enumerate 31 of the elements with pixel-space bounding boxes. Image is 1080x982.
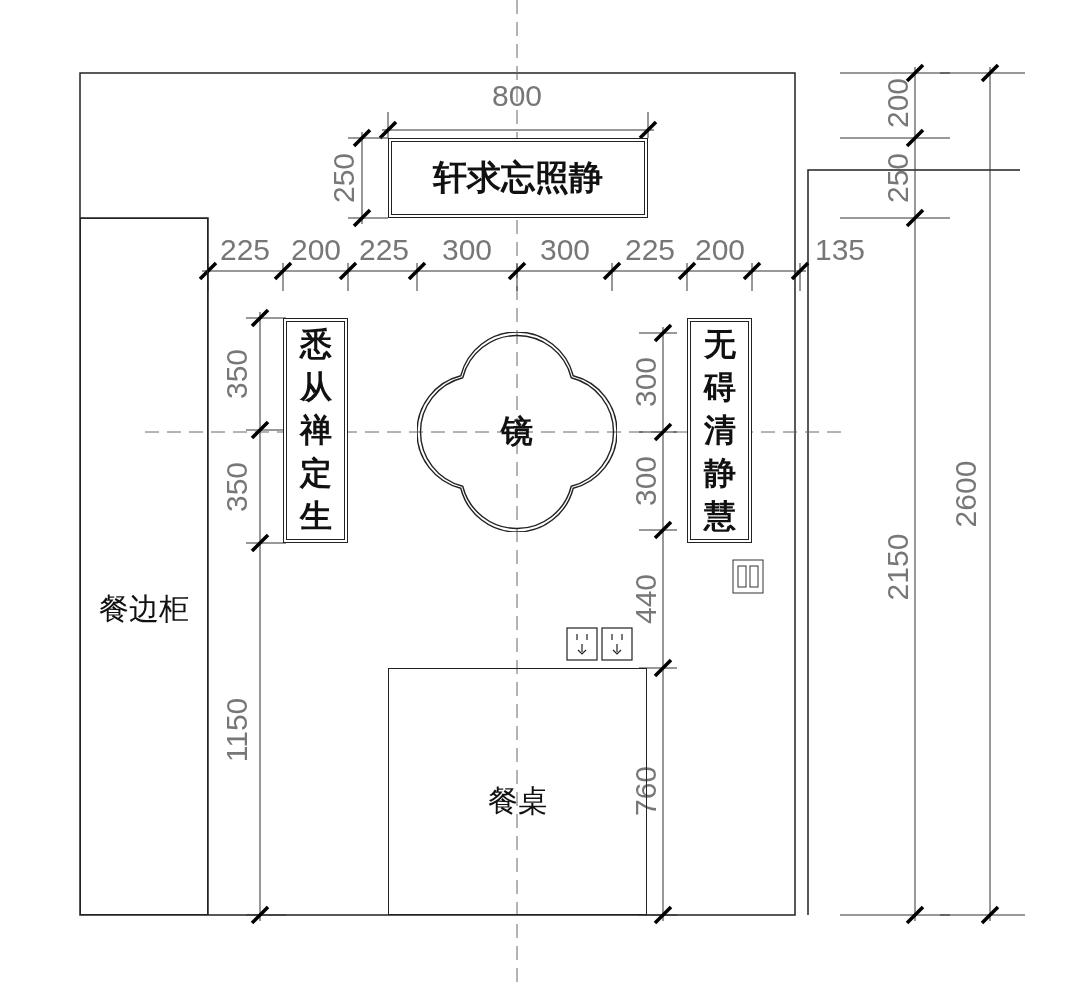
dimension-label: 225	[624, 232, 676, 266]
dimension-label: 225	[358, 232, 410, 266]
dimension-label: 2150	[880, 533, 914, 601]
dimension-label: 800	[491, 78, 543, 112]
dimension-label: 135	[814, 232, 866, 266]
dimension-label: 2600	[948, 460, 982, 528]
panel-text: 餐桌	[487, 783, 548, 819]
panel-text: 轩求忘照静	[433, 158, 603, 198]
dimension-label: 1150	[219, 697, 253, 763]
dimension-label: 300	[628, 455, 662, 507]
plaque-panel	[388, 138, 648, 218]
dimension-label: 300	[441, 232, 493, 266]
panel-text: 餐边柜	[99, 591, 189, 627]
sideboard	[80, 218, 208, 915]
dimension-label: 760	[628, 765, 662, 817]
dimension-label: 350	[219, 461, 253, 513]
dimension-label: 200	[880, 77, 914, 129]
dimension-label: 225	[219, 232, 271, 266]
panel-text: 无碍清静慧	[703, 324, 736, 537]
panel-text: 镜	[501, 412, 533, 451]
dimension-label: 250	[880, 152, 914, 204]
dimension-label: 300	[628, 356, 662, 408]
dimension-label: 250	[326, 152, 360, 204]
dimension-label: 200	[694, 232, 746, 266]
couplet-panel	[687, 318, 752, 543]
dimension-label: 300	[539, 232, 591, 266]
dimension-label: 440	[628, 573, 662, 625]
panel-text: 悉从禅定生	[299, 324, 332, 537]
dimension-label: 200	[290, 232, 342, 266]
couplet-panel	[283, 318, 348, 543]
dimension-label: 350	[219, 348, 253, 400]
